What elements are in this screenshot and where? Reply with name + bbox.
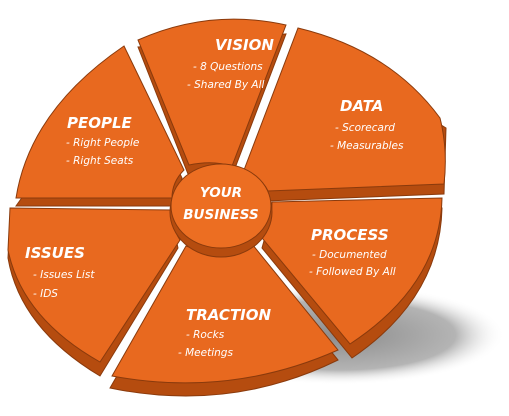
segment-process: PROCESS - Documented - Followed By All xyxy=(261,197,443,359)
segment-people-face xyxy=(15,45,185,199)
segment-people-item-2: - Right Seats xyxy=(66,155,134,167)
segment-traction-item-1: - Rocks xyxy=(186,329,225,341)
segment-process-title: PROCESS xyxy=(311,226,389,244)
segment-issues-title: ISSUES xyxy=(25,244,85,262)
segment-issues: ISSUES - Issues List - IDS xyxy=(7,207,181,377)
center-title-line1: YOUR xyxy=(200,185,242,201)
segment-vision-face xyxy=(137,18,287,167)
segment-issues-item-1: - Issues List xyxy=(33,269,95,281)
segment-data-title: DATA xyxy=(340,97,383,115)
segment-vision: VISION - 8 Questions - Shared By All xyxy=(137,18,287,177)
segment-people: PEOPLE - Right People - Right Seats xyxy=(15,45,185,207)
segment-people-item-1: - Right People xyxy=(66,137,139,149)
segment-vision-title: VISION xyxy=(215,36,274,54)
segment-vision-item-1: - 8 Questions xyxy=(193,61,263,73)
center-hub-face xyxy=(170,163,272,249)
segment-data-item-2: - Measurables xyxy=(330,140,404,152)
segment-traction-item-2: - Meetings xyxy=(178,347,233,359)
segment-data: DATA - Scorecard - Measurables xyxy=(243,27,447,202)
segment-traction: TRACTION - Rocks - Meetings xyxy=(109,243,339,397)
segment-data-item-1: - Scorecard xyxy=(335,122,395,134)
segment-process-item-1: - Documented xyxy=(312,249,387,261)
segment-issues-item-2: - IDS xyxy=(33,288,58,300)
segment-people-title: PEOPLE xyxy=(67,114,133,132)
segment-traction-title: TRACTION xyxy=(186,306,272,324)
segment-process-item-2: - Followed By All xyxy=(309,266,396,278)
center-title-line2: BUSINESS xyxy=(183,207,258,223)
segment-vision-item-2: - Shared By All xyxy=(187,79,265,91)
center-hub: YOUR BUSINESS xyxy=(169,163,273,258)
